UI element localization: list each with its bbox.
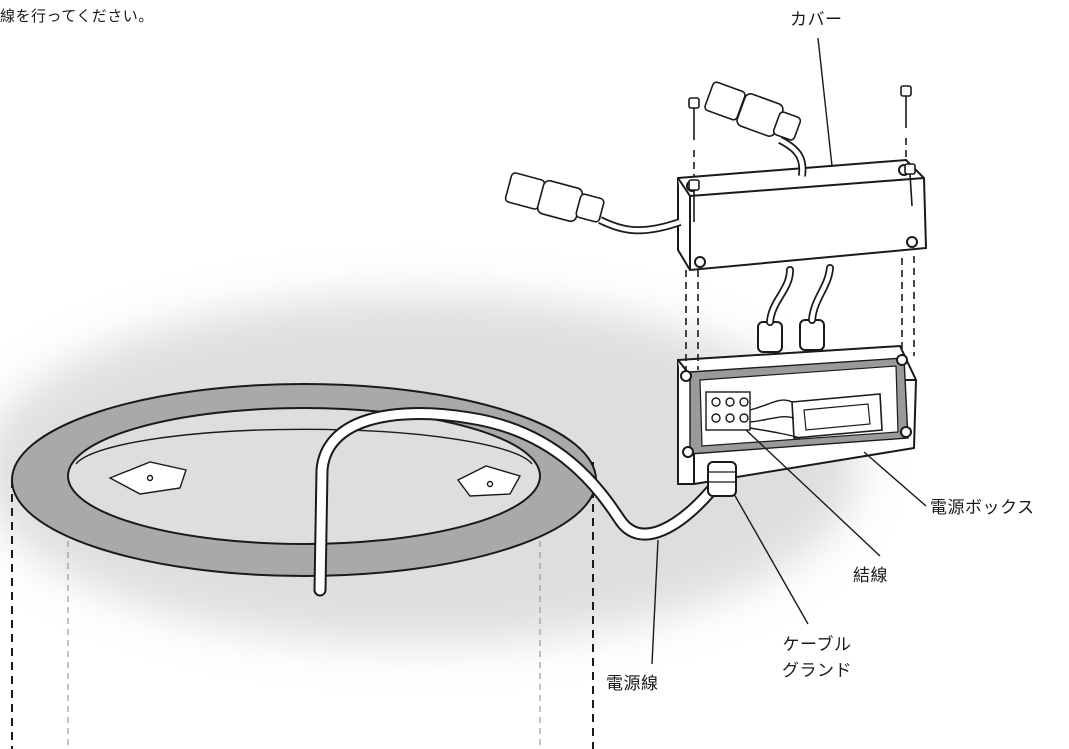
cover-plate bbox=[677, 158, 928, 272]
power-cable bbox=[313, 407, 727, 597]
label-cable-gland-line1: ケーブル bbox=[782, 635, 852, 655]
terminal-block bbox=[705, 391, 801, 439]
connector-left bbox=[504, 172, 682, 235]
label-power-box: 電源ボックス bbox=[930, 498, 1035, 518]
cable-gland bbox=[707, 461, 737, 497]
instruction-text: 線を行ってください。 bbox=[0, 7, 154, 25]
label-cable-gland: ケーブル グランド bbox=[782, 632, 852, 684]
label-cover: カバー bbox=[790, 10, 843, 30]
leader-lines bbox=[651, 37, 927, 665]
fixture-outline-dashes bbox=[11, 462, 594, 749]
power-box bbox=[677, 319, 918, 497]
cover-screws bbox=[688, 85, 916, 222]
connector-right bbox=[704, 81, 807, 177]
label-cable-gland-line2: グランド bbox=[782, 661, 852, 681]
ring-inner-details bbox=[75, 428, 533, 497]
label-power-cable: 電源線 bbox=[606, 674, 659, 694]
label-wiring: 結線 bbox=[853, 566, 888, 586]
